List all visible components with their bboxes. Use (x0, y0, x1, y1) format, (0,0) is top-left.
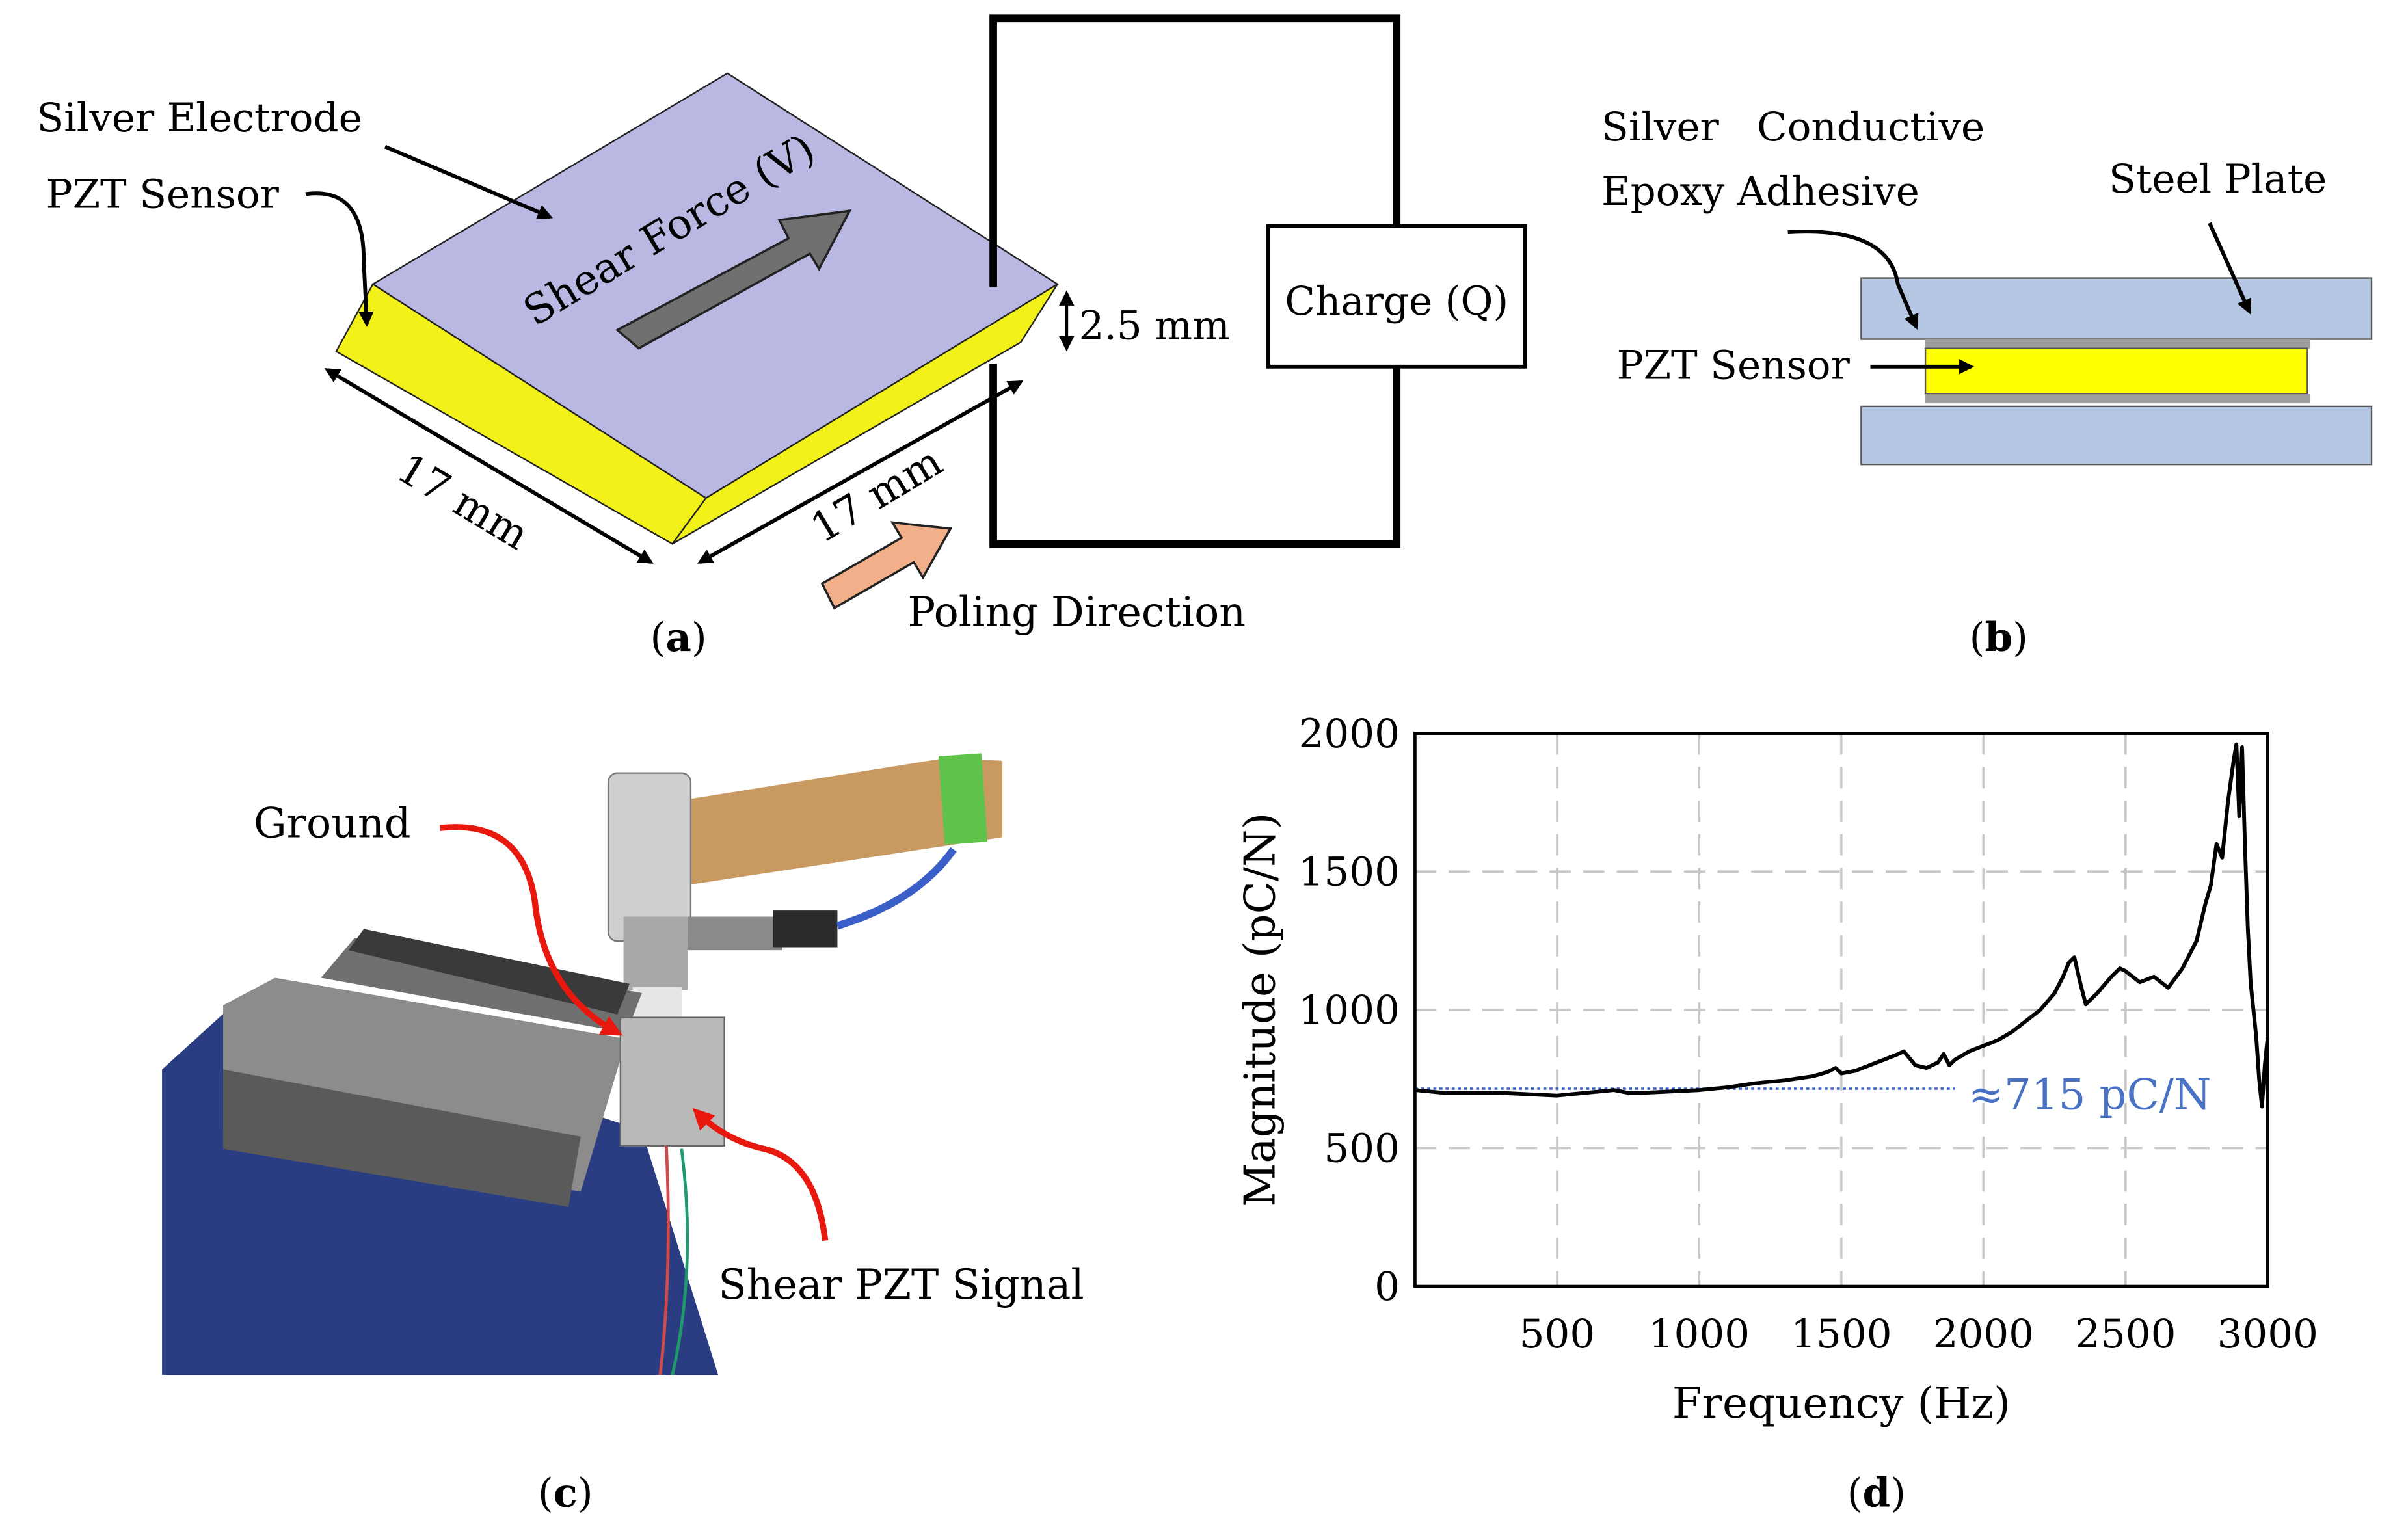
shear-force-arrow (615, 209, 852, 350)
pzt-sensor-label-b: PZT Sensor (1617, 343, 1851, 389)
grid (1415, 733, 2268, 1287)
pzt-sensor-b (1924, 347, 2308, 395)
x-tick-label: 1500 (1791, 1311, 1892, 1357)
sensor-cable (836, 847, 957, 930)
silver-electrode-label: Silver Electrode (36, 95, 362, 141)
width-dimension (697, 380, 1024, 564)
y-tick-label: 1500 (1299, 849, 1400, 895)
x-tick-label: 1000 (1649, 1311, 1750, 1357)
signal-wire-green (671, 1148, 689, 1375)
x-axis-label: Frequency (Hz) (1672, 1378, 2011, 1428)
steel-plate-bottom (1860, 405, 2373, 466)
charge-box (1266, 224, 1527, 369)
poling-direction-arrow (820, 521, 953, 610)
y-tick-label: 0 (1374, 1264, 1400, 1310)
hammer-grip-tape (939, 753, 988, 845)
series-line-magnitude (1415, 742, 2270, 1109)
adhesive-label-line2: Epoxy Adhesive (1601, 168, 1919, 215)
x-tick-label: 3000 (2217, 1311, 2318, 1357)
epoxy-layer-top (1925, 339, 2311, 349)
annotation-label: ≈715 pC/N (1968, 1070, 2212, 1120)
y-tick-label: 500 (1324, 1126, 1400, 1172)
y-axis-label: Magnitude (pC/N) (1235, 813, 1285, 1207)
steel-plate-top (1860, 277, 2373, 340)
y-tick-label: 2000 (1299, 711, 1400, 757)
caption-c: (c) (538, 1470, 593, 1516)
cable-connector (688, 916, 782, 951)
caption-a: (a) (650, 615, 707, 661)
ground-arrow (440, 824, 623, 1036)
epoxy-layer-bottom (1925, 394, 2311, 404)
signal-wire-red (658, 1145, 670, 1375)
ground-label: Ground (254, 799, 410, 847)
circuit-wire-top (989, 14, 1401, 287)
adhesive-arrow (1787, 230, 1919, 330)
poling-direction-label: Poling Direction (908, 588, 1246, 636)
shear-signal-label: Shear PZT Signal (718, 1260, 1084, 1308)
steel-plate-label: Steel Plate (2109, 156, 2327, 202)
length-label: 17 mm (389, 444, 537, 559)
series-layer (1415, 742, 2270, 1109)
length-dimension (324, 367, 654, 564)
thickness-label: 2.5 mm (1079, 303, 1230, 349)
x-tick-label: 2500 (2075, 1311, 2176, 1357)
circuit-wire-bottom (989, 364, 1401, 548)
shear-signal-arrow (692, 1108, 829, 1241)
x-tick-label: 2000 (1933, 1311, 2034, 1357)
hammer-neck (623, 916, 688, 990)
x-tick-label: 500 (1519, 1311, 1596, 1357)
panel-a: Shear Force (V) Silver Electrode PZT Sen… (36, 14, 1527, 661)
hammer-tip (632, 987, 682, 1021)
caption-b: (b) (1970, 615, 2028, 661)
tick-layer: 500 1000 1500 2000 2500 3000 0 500 1000 1500 2000 (1299, 711, 2318, 1357)
silver-electrode-arrow (384, 144, 554, 220)
steel-plate-arrow (2208, 222, 2252, 315)
panel-b: Silver Conductive Epoxy Adhesive Steel P… (1601, 104, 2373, 661)
y-tick-label: 1000 (1299, 987, 1400, 1033)
hammer-handle (641, 758, 1003, 890)
plot-frame (1413, 732, 2269, 1288)
charge-label: Charge (Q) (1285, 278, 1508, 325)
vise-jaw-front-dark (223, 1069, 581, 1207)
pzt-sensor-arrow-a (305, 191, 374, 327)
vise-jaw-pad (348, 929, 630, 1015)
cable-connector-end (773, 910, 838, 948)
adhesive-label-line1: Silver Conductive (1601, 104, 1985, 150)
panel-c-photo: Ground Shear PZT Signal (c) (162, 753, 1084, 1516)
caption-d: (d) (1847, 1470, 1906, 1516)
pzt-sensor-label-a: PZT Sensor (46, 171, 280, 217)
hammer-head (607, 772, 692, 942)
